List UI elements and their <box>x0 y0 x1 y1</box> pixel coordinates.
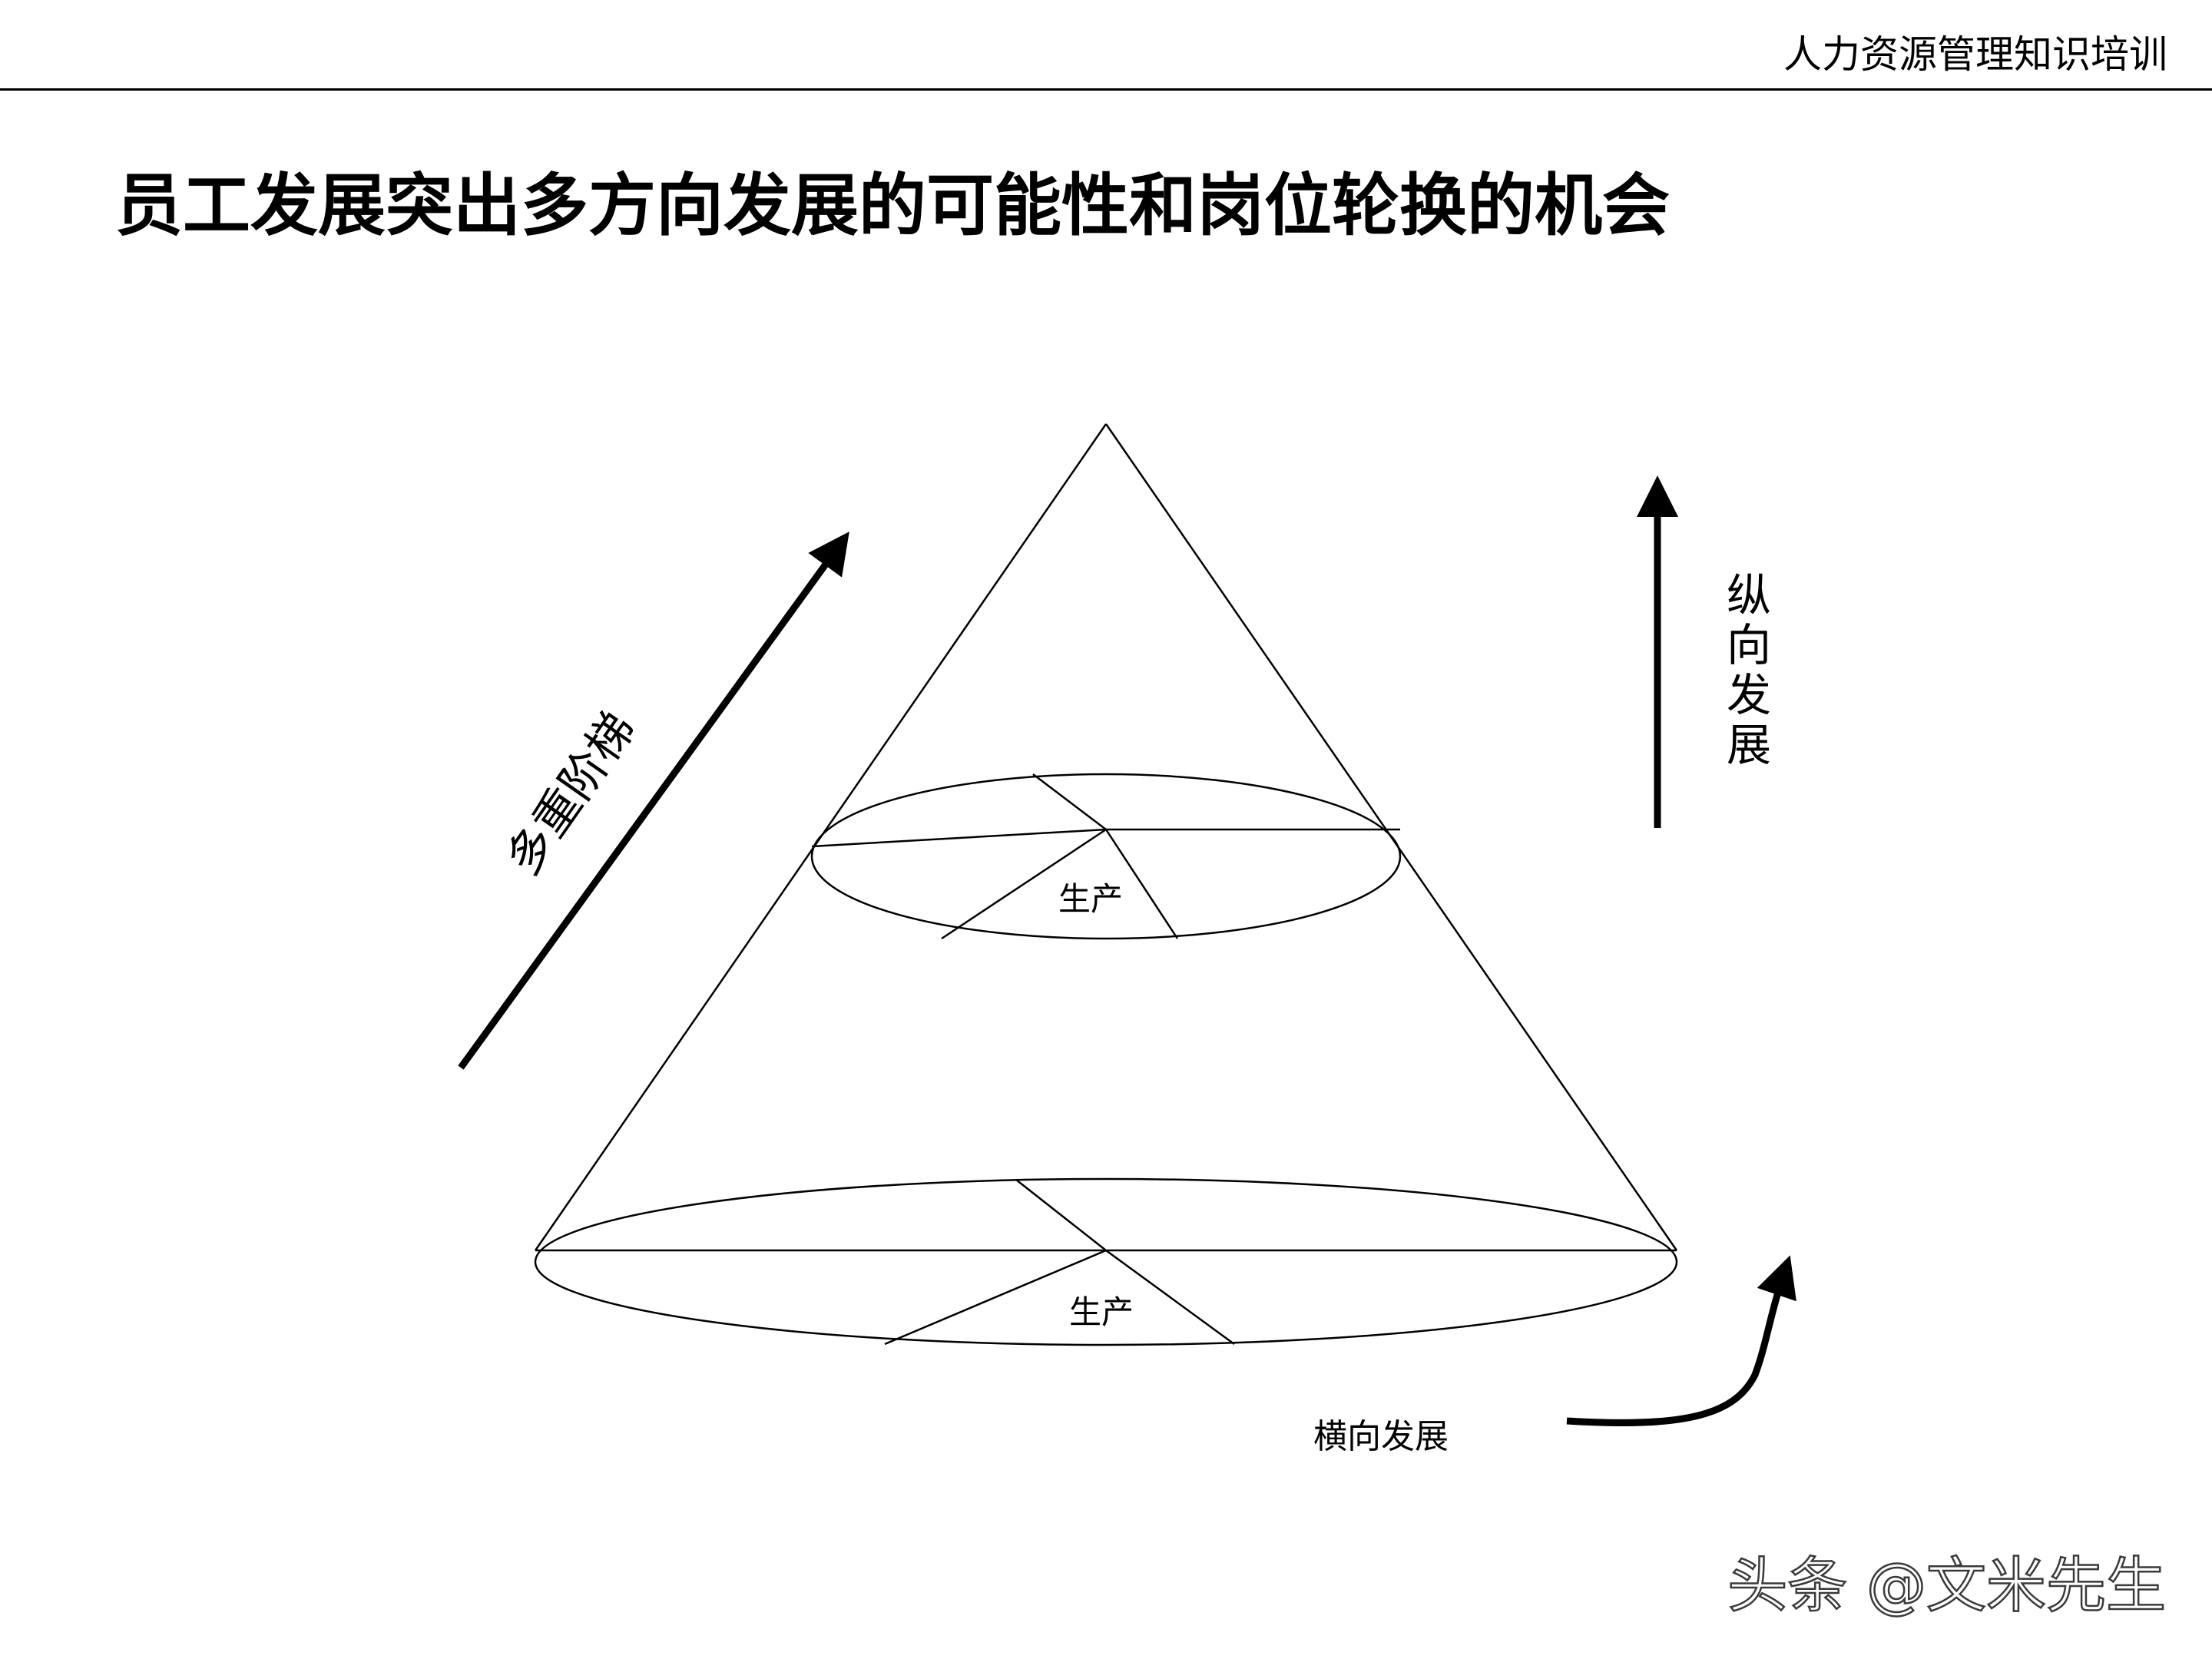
diagonal-arrow <box>458 531 849 1070</box>
lower-segment-line-right <box>1105 1249 1235 1346</box>
ladder-label: 多重阶梯 <box>496 703 646 885</box>
vertical-label-char-1: 纵 <box>1727 569 1771 621</box>
header-divider <box>0 88 2212 91</box>
lower-segment-line-top <box>1015 1179 1107 1251</box>
upper-segment-line-top <box>1032 773 1107 830</box>
vertical-label-char-4: 展 <box>1727 719 1771 771</box>
lower-segment-line-left <box>884 1249 1107 1346</box>
vertical-development-group: 纵 向 发 展 <box>1637 475 1771 828</box>
slide-title: 员工发展突出多方向发展的可能性和岗位轮换的机会 <box>115 166 1671 245</box>
pyramid-cone <box>534 423 1678 1251</box>
curved-arrow <box>1566 1255 1796 1426</box>
upper-segment-line-right <box>1104 829 1179 939</box>
upper-diameter-line <box>811 828 1107 848</box>
multi-ladder-arrow-group: 多重阶梯 <box>458 531 849 1070</box>
lower-segment-label: 生产 <box>1069 1293 1134 1331</box>
vertical-label-char-3: 发 <box>1727 669 1771 721</box>
header-course-title: 人力资源管理知识培训 <box>1783 32 2167 77</box>
upper-segment-line-left <box>941 828 1107 940</box>
upper-level-ellipse-group: 生产 <box>810 773 1402 940</box>
horizontal-development-group: 横向发展 <box>1313 1255 1796 1456</box>
upper-segment-label: 生产 <box>1058 880 1123 918</box>
vertical-label-char-2: 向 <box>1727 619 1771 671</box>
watermark-logo: 头条 @文米先生 <box>1727 1551 2167 1622</box>
upper-level-ellipse <box>810 773 1402 940</box>
lower-level-ellipse <box>534 1177 1678 1346</box>
horizontal-label: 横向发展 <box>1313 1417 1449 1456</box>
lower-level-ellipse-group: 生产 <box>534 1177 1678 1346</box>
